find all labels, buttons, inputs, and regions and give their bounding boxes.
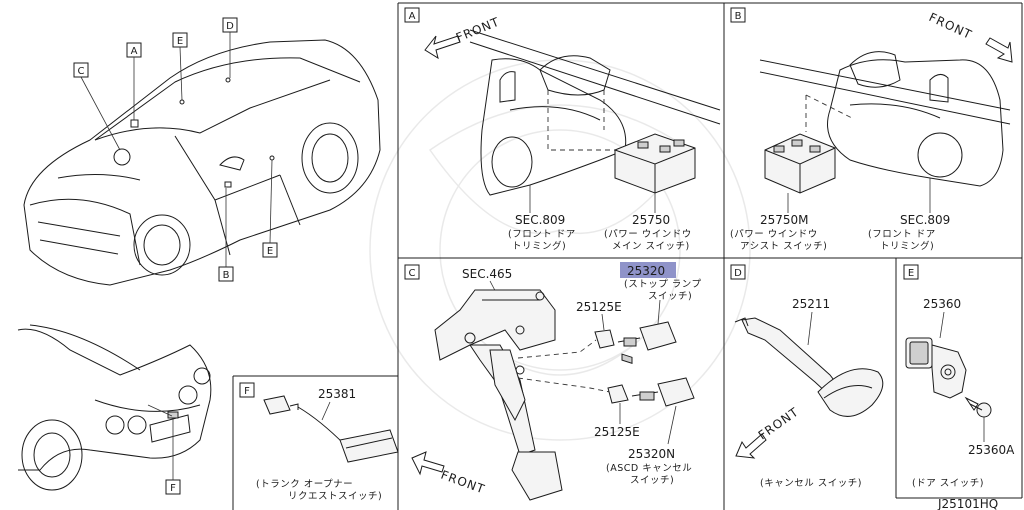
ascd-cancel-switch <box>631 377 695 407</box>
svg-text:(ドア スイッチ): (ドア スイッチ) <box>912 478 984 489</box>
svg-text:C: C <box>78 66 85 77</box>
svg-text:25360: 25360 <box>923 297 961 311</box>
svg-text:25125E: 25125E <box>594 425 640 439</box>
svg-text:(パワー ウインドウ: (パワー ウインドウ <box>730 229 818 240</box>
trunk-opener-request-switch <box>263 395 399 463</box>
cancel-switch <box>734 317 884 417</box>
clip-lower <box>607 384 629 404</box>
svg-text:SEC.809: SEC.809 <box>900 213 950 227</box>
stop-lamp-switch <box>617 299 677 351</box>
panel-c: C SEC.465 25320 (ストップ ランプ スイッチ) 25125E <box>404 262 701 501</box>
panel-d: D 25211 FRONT (キャンセル スイッチ) <box>730 264 884 489</box>
svg-text:B: B <box>735 11 742 22</box>
panel-e: E 25360 25360A (ドア スイッチ) <box>903 264 1015 489</box>
svg-text:(キャンセル スイッチ): (キャンセル スイッチ) <box>760 478 862 489</box>
car-tag-C: C <box>73 62 121 151</box>
svg-text:D: D <box>734 268 742 279</box>
svg-text:25320: 25320 <box>627 264 665 278</box>
svg-text:C: C <box>409 268 416 279</box>
svg-text:スイッチ): スイッチ) <box>630 475 674 486</box>
svg-text:25360A: 25360A <box>968 443 1015 457</box>
svg-text:FRONT: FRONT <box>927 10 975 42</box>
car-tag-A: A <box>126 42 142 120</box>
power-window-assist-switch <box>764 133 836 194</box>
svg-text:25750: 25750 <box>632 213 670 227</box>
svg-text:トリミング): トリミング) <box>880 240 934 252</box>
svg-text:F: F <box>244 386 250 397</box>
svg-text:25125E: 25125E <box>576 300 622 314</box>
svg-text:FRONT: FRONT <box>756 405 802 443</box>
car-tag-E-bottom: E <box>262 159 278 258</box>
door-switch-screw <box>964 396 992 418</box>
car-front-view <box>23 39 381 286</box>
svg-text:(ASCD キャンセル: (ASCD キャンセル <box>606 463 692 474</box>
front-arrow-d: FRONT <box>735 405 802 459</box>
car-tag-E-top: E <box>172 32 188 101</box>
svg-text:25381: 25381 <box>318 387 356 401</box>
stop-lamp-switch-callout[interactable]: 25320 (ストップ ランプ スイッチ) <box>620 262 701 302</box>
brake-pedal-assembly <box>434 289 563 501</box>
svg-text:B: B <box>223 270 230 281</box>
front-arrow-c: FRONT <box>411 451 487 497</box>
panel-f: F 25381 (トランク オープナー リクエストスイッチ) <box>239 382 399 502</box>
svg-text:25750M: 25750M <box>760 213 809 227</box>
svg-text:E: E <box>177 36 183 47</box>
panel-frames <box>232 2 1023 510</box>
svg-text:E: E <box>908 268 914 279</box>
svg-text:D: D <box>226 21 234 32</box>
svg-text:SEC.465: SEC.465 <box>462 267 512 281</box>
svg-text:メイン スイッチ): メイン スイッチ) <box>612 241 690 252</box>
front-arrow-b: FRONT <box>927 10 1013 63</box>
svg-text:(パワー ウインドウ: (パワー ウインドウ <box>604 229 692 240</box>
svg-text:E: E <box>267 246 273 257</box>
svg-text:(ストップ ランプ: (ストップ ランプ <box>624 279 701 290</box>
power-window-main-switch <box>614 133 696 365</box>
svg-text:アシスト スイッチ): アシスト スイッチ) <box>740 241 827 252</box>
car-tag-D: D <box>222 17 238 78</box>
diagram-id: J25101HQ <box>937 497 998 510</box>
svg-text:スイッチ): スイッチ) <box>648 291 692 302</box>
svg-text:A: A <box>409 11 416 22</box>
panel-a: A FRONT SEC.809 (フロント ドア トリミング) 25750 <box>404 7 721 365</box>
svg-text:F: F <box>170 483 176 494</box>
clip-upper <box>594 329 615 349</box>
svg-text:A: A <box>131 46 138 57</box>
car-tag-B: B <box>218 188 234 282</box>
svg-text:(フロント ドア: (フロント ドア <box>868 229 936 240</box>
door-switch <box>905 337 967 399</box>
svg-text:FRONT: FRONT <box>454 15 502 45</box>
svg-text:リクエストスイッチ): リクエストスイッチ) <box>288 491 382 502</box>
panel-b: B FRONT 25750M (パワー ウインドウ アシスト スイッチ) SEC… <box>730 7 1013 252</box>
car-rear-view: F <box>17 324 212 495</box>
svg-text:25211: 25211 <box>792 297 830 311</box>
svg-text:(フロント ドア: (フロント ドア <box>508 229 576 240</box>
svg-text:トリミング): トリミング) <box>512 240 566 252</box>
svg-text:FRONT: FRONT <box>439 468 487 497</box>
svg-text:(トランク オープナー: (トランク オープナー <box>256 479 353 490</box>
svg-text:25320N: 25320N <box>628 447 675 461</box>
svg-text:SEC.809: SEC.809 <box>515 213 565 227</box>
watermark <box>369 59 751 441</box>
